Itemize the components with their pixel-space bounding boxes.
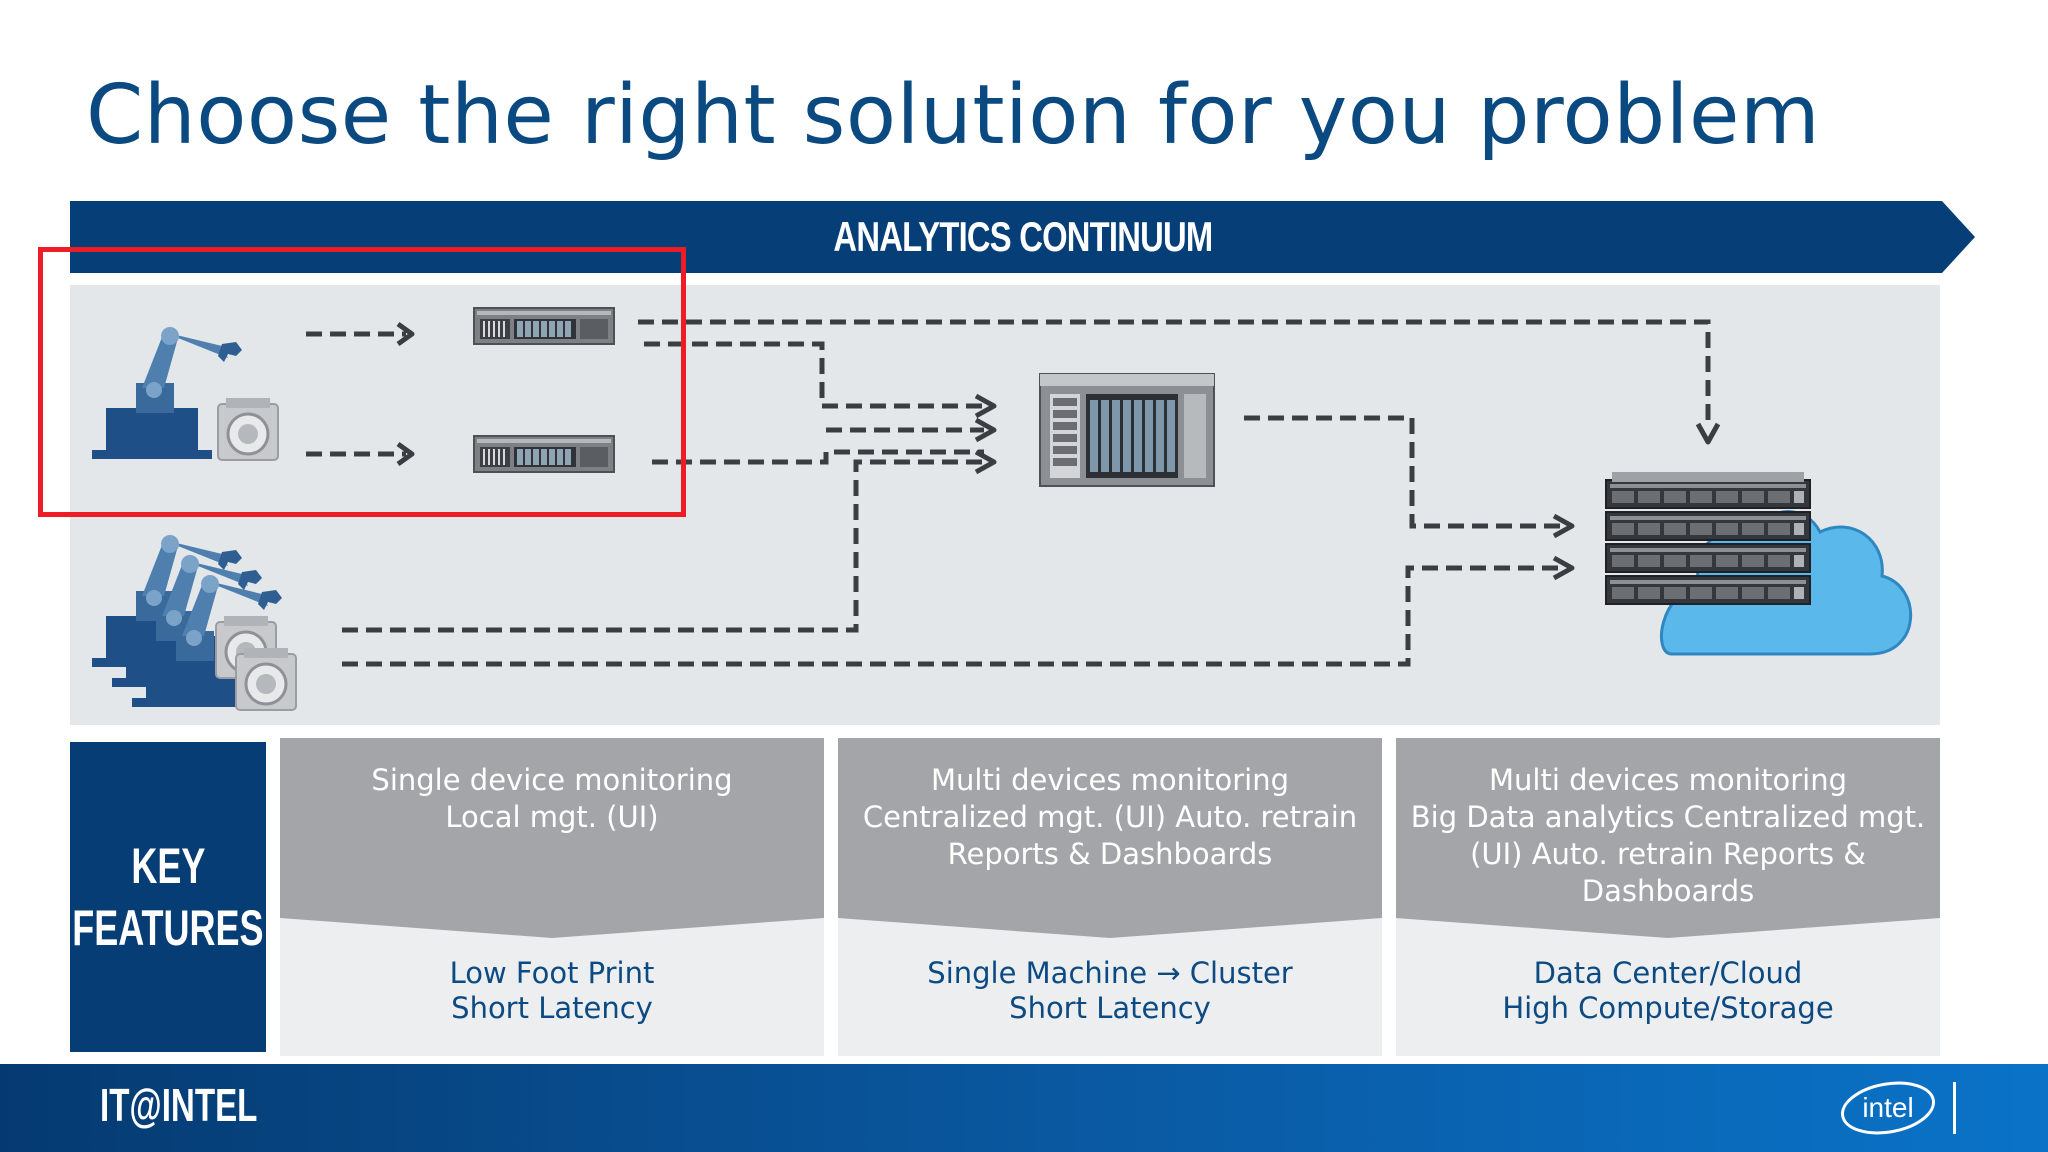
feature-text-line: Centralized mgt. (UI) Auto. retrain [862,800,1358,834]
feature-text-line: Local mgt. (UI) [445,800,659,834]
page-title: Choose the right solution for you proble… [86,68,1821,163]
banner-label: ANALYTICS CONTINUUM [833,213,1213,260]
feature-column-description: Multi devices monitoring Centralized mgt… [838,762,1382,873]
key-features-line2: FEATURES [72,900,264,956]
feature-trait-line: Single Machine → Cluster [927,956,1293,990]
highlight-box [38,247,686,517]
feature-text-line: (UI) Auto. retrain Reports & [1470,837,1866,871]
feature-text-line: Multi devices monitoring [931,763,1289,797]
footer-bar: IT@INTEL intel [0,1064,2048,1152]
it-at-intel-logo: IT@INTEL [100,1079,258,1131]
svg-text:intel: intel [1862,1092,1913,1123]
feature-column-description: Multi devices monitoring Big Data analyt… [1396,762,1940,910]
feature-column-traits: Low Foot Print Short Latency [280,956,824,1026]
server-stack-icon [1605,472,1811,605]
footer-divider [1953,1082,1956,1134]
key-features-line1: KEY [130,838,206,894]
feature-text-line: Single device monitoring [371,763,733,797]
arrowheads [396,321,1721,581]
intel-logo-icon: intel [1841,1081,1935,1135]
feature-trait-line: Short Latency [1009,991,1211,1025]
feature-column-edge: Single device monitoring Local mgt. (UI)… [280,738,824,1056]
feature-text-line: Multi devices monitoring [1489,763,1847,797]
analytics-continuum-banner: ANALYTICS CONTINUUM [70,201,1975,273]
flow-arrows [306,319,1711,667]
feature-text-line: Dashboards [1581,874,1755,908]
feature-column-header [1396,738,1940,938]
feature-trait-line: Short Latency [451,991,653,1025]
feature-column-header [280,738,824,938]
feature-column-traits: Single Machine → Cluster Short Latency [838,956,1382,1026]
workstation-server-icon [1039,373,1215,487]
feature-column-header [838,738,1382,938]
feature-column-cluster: Multi devices monitoring Centralized mgt… [838,738,1382,1056]
feature-column-description: Single device monitoring Local mgt. (UI) [280,762,824,836]
feature-trait-line: Data Center/Cloud [1533,956,1803,990]
feature-trait-line: High Compute/Storage [1502,991,1834,1025]
feature-text-line: Big Data analytics Centralized mgt. [1410,800,1926,834]
feature-trait-line: Low Foot Print [449,956,655,990]
feature-column-traits: Data Center/Cloud High Compute/Storage [1396,956,1940,1026]
key-features-box: KEY FEATURES [70,742,266,1052]
feature-column-cloud: Multi devices monitoring Big Data analyt… [1396,738,1940,1056]
feature-text-line: Reports & Dashboards [947,837,1273,871]
